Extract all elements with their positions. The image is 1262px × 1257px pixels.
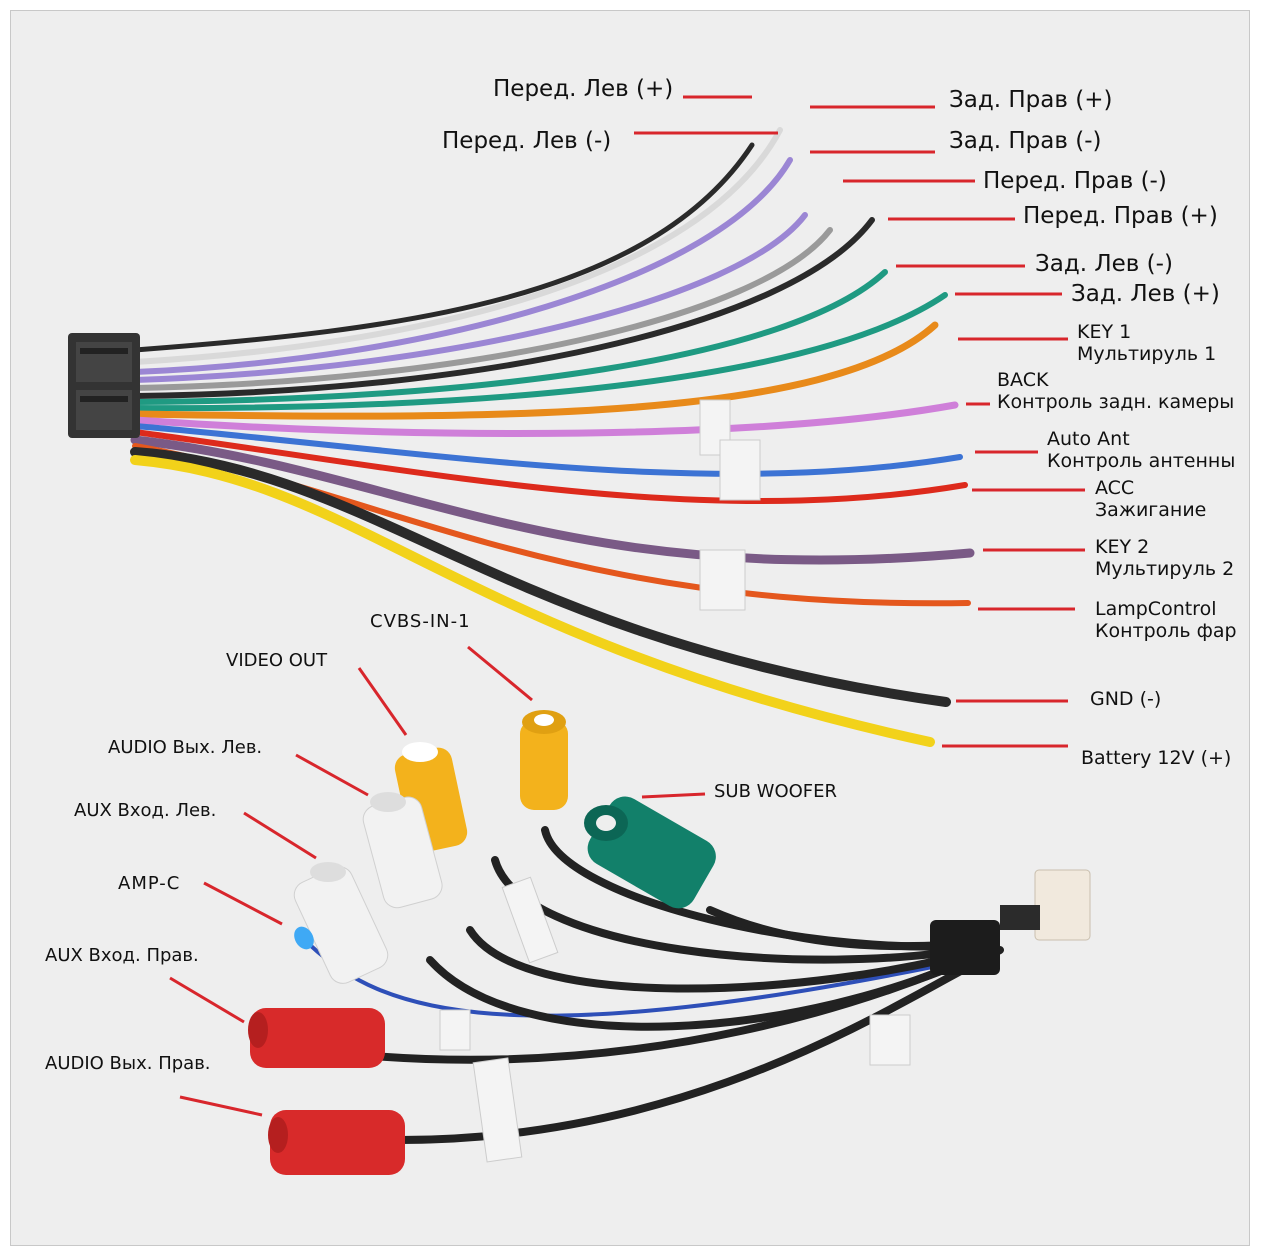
label-rear-left-plus: Зад. Лев (+) [1071,281,1220,307]
label-gnd: GND (-) [1090,688,1162,710]
rca-cable-tags [439,876,911,1163]
rca-connector-icon-cvbs [520,710,568,810]
label-back: BACK Контроль задн. камеры [997,369,1235,414]
label-sub-woofer: SUB WOOFER [714,781,838,802]
wire-yellow-battery [130,455,935,747]
cable-rca-audio-left [466,926,994,993]
label-key2-code: KEY 2 [1095,536,1150,558]
label-front-right-plus: Перед. Прав (+) [1023,203,1218,229]
rca-connector-icon-aux-left [293,862,389,984]
label-front-right-minus: Перед. Прав (-) [983,168,1167,194]
wire-tags [699,399,761,611]
led-icon [294,926,314,950]
label-back-code: BACK [997,369,1049,391]
label-key1: KEY 1 Мультируль 1 [1077,321,1217,366]
wire-gray-front-right-minus [132,227,833,391]
wire-pink-back [131,401,959,437]
cable-rca-aux-left [426,946,994,1031]
label-video-out: VIDEO OUT [226,650,328,671]
label-lamp: LampControl Контроль фар [1095,598,1237,643]
wire-white-front-left-minus [132,127,783,365]
label-acc: ACC Зажигание [1095,477,1207,522]
label-rear-left-minus: Зад. Лев (-) [1035,251,1173,277]
leader-lines [169,95,1085,1117]
label-lamp-code: LampControl [1095,598,1217,620]
label-back-desc: Контроль задн. камеры [997,390,1235,413]
label-amp-c: AMP-C [118,873,181,894]
rca-connector-icon-audio-right [268,1110,405,1175]
label-acc-desc: Зажигание [1095,498,1207,521]
label-acc-code: ACC [1095,477,1135,499]
rca-connector-icon-sub-woofer [584,796,716,909]
label-audio-out-left: AUDIO Вых. Лев. [108,737,263,758]
label-key2: KEY 2 Мультируль 2 [1095,536,1235,581]
label-auto-ant: Auto Ant Контроль антенны [1047,428,1236,473]
label-front-left-plus: Перед. Лев (+) [493,76,674,102]
label-cvbs-in: CVBS-IN-1 [370,611,471,632]
wire-black-gnd [130,447,951,707]
label-key1-code: KEY 1 [1077,321,1132,343]
label-rear-right-plus: Зад. Прав (+) [949,87,1113,113]
wire-red-acc [132,429,968,505]
wire-teal-rear-left-minus [132,269,888,405]
label-key2-desc: Мультируль 2 [1095,557,1235,580]
label-aux-in-left: AUX Вход. Лев. [74,800,217,821]
cable-rca-audio-right [396,946,1004,1144]
wire-teal-rear-left-plus [132,292,948,412]
label-auto-ant-desc: Контроль антенны [1047,449,1236,472]
label-audio-out-right: AUDIO Вых. Прав. [45,1053,211,1074]
rca-harness-connector-icon [930,869,1091,975]
label-front-left-minus: Перед. Лев (-) [442,128,612,154]
wire-blue-auto-ant [132,423,963,477]
label-rear-right-minus: Зад. Прав (-) [949,128,1102,154]
wire-black-front-left-plus [132,142,755,353]
wire-violet-rear-right-plus [132,157,793,375]
wire-black-front-right-plus [132,217,875,399]
wire-violet-rear-right-minus [132,212,808,383]
label-lamp-desc: Контроль фар [1095,619,1237,642]
label-battery: Battery 12V (+) [1081,747,1232,769]
wire-orange-key1 [131,321,939,420]
harness-connector-icon [68,333,140,438]
label-aux-in-right: AUX Вход. Прав. [45,945,199,966]
wire-purple-key2 [130,435,975,565]
rca-connector-icon-aux-right [248,1008,385,1068]
label-key1-desc: Мультируль 1 [1077,342,1217,365]
label-auto-ant-code: Auto Ant [1047,428,1130,450]
rca-connector-icon-audio-left [362,792,443,909]
